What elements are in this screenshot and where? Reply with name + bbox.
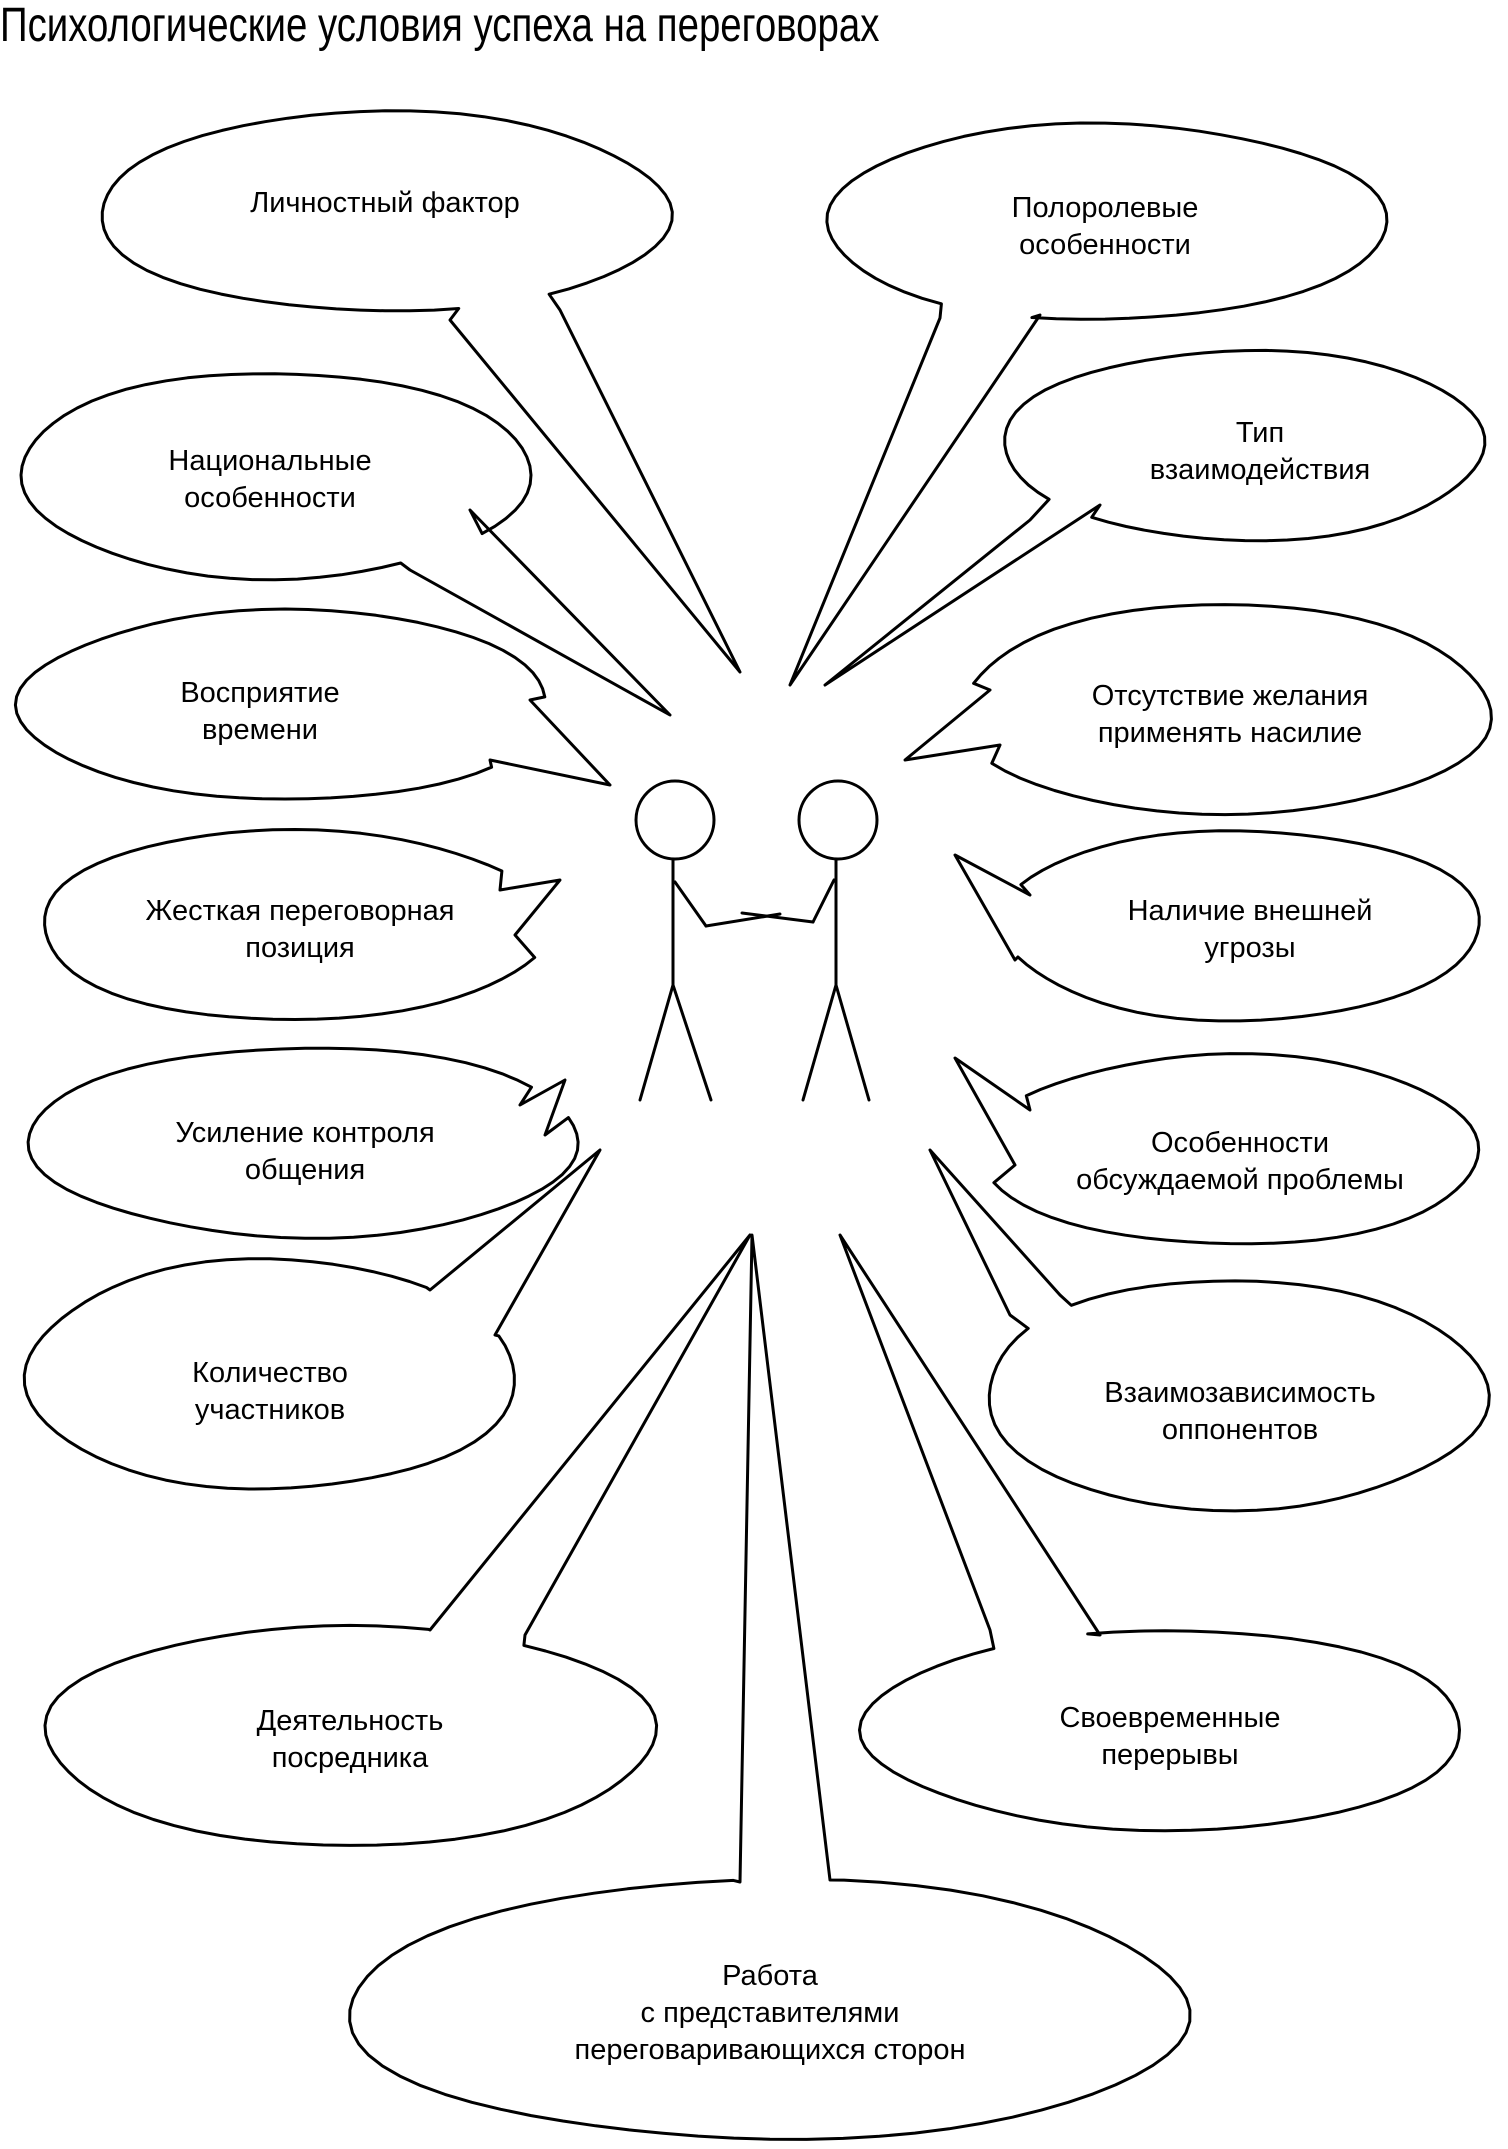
- bubble-time: Восприятие времени: [13, 607, 612, 801]
- bubble-hard-position: Жесткая переговорная позиция: [43, 828, 562, 1021]
- speech-bubble-participants: [22, 1148, 602, 1491]
- two-people-handshake-icon: [634, 779, 879, 1102]
- bubble-label-hard-position-line-1: Жесткая переговорная: [146, 895, 455, 927]
- right-person-leg-left: [801, 983, 838, 1102]
- bubble-label-mediator-line-1: Деятельность: [257, 1705, 444, 1737]
- bubble-mediator: Деятельность посредника: [43, 1233, 752, 1847]
- bubble-label-breaks-line-1: Своевременные: [1059, 1702, 1280, 1734]
- speech-bubble-interdependence: [928, 1148, 1491, 1513]
- bubble-label-interaction-line-1: Тип: [1236, 417, 1284, 449]
- bubble-label-interdependence-line-1: Взаимозависимость: [1104, 1377, 1375, 1409]
- speech-bubble-time: [13, 607, 612, 801]
- bubble-label-participants-line-2: участников: [195, 1394, 345, 1426]
- bubble-breaks: Своевременные перерывы: [838, 1233, 1461, 1833]
- bubble-label-control-line-2: общения: [245, 1154, 365, 1186]
- bubble-label-hard-position-line-2: позиция: [245, 932, 355, 964]
- bubble-label-interdependence-line-2: оппонентов: [1162, 1414, 1318, 1446]
- bubble-label-violence-line-1: Отсутствие желания: [1092, 680, 1369, 712]
- bubble-national: Национальные особенности: [19, 372, 672, 717]
- speech-bubble-threat: [953, 829, 1481, 1023]
- speech-bubble-problem: [953, 1052, 1481, 1246]
- bubble-label-representatives-line-1: Работа: [722, 1960, 819, 1992]
- bubble-label-time-line-2: времени: [202, 714, 318, 746]
- bubble-label-threat-line-1: Наличие внешней: [1128, 895, 1373, 927]
- bubble-label-representatives-line-3: переговаривающихся сторон: [574, 2034, 965, 2066]
- right-person-arm-lower: [740, 911, 815, 924]
- speech-bubble-national: [19, 372, 672, 717]
- speech-bubble-control: [26, 1046, 580, 1240]
- bubble-problem: Особенности обсуждаемой проблемы: [953, 1052, 1481, 1246]
- speech-bubble-interaction: [823, 348, 1487, 687]
- right-person-head: [797, 779, 879, 861]
- bubble-label-national-line-1: Национальные: [168, 445, 371, 477]
- bubble-threat: Наличие внешней угрозы: [953, 829, 1481, 1023]
- left-person-leg-left: [638, 983, 675, 1102]
- left-person-arm-upper: [673, 880, 708, 928]
- speech-bubble-hard-position: [43, 828, 562, 1021]
- speech-bubble-mediator: [43, 1233, 752, 1847]
- bubble-label-threat-line-2: угрозы: [1204, 932, 1295, 964]
- bubble-gender: Полоролевые особенности: [788, 121, 1389, 687]
- bubble-label-control-line-1: Усиление контроля: [175, 1117, 434, 1149]
- right-person-leg-right: [834, 983, 871, 1102]
- speech-bubble-gender: [788, 121, 1389, 687]
- bubble-representatives: Работа с представителями переговаривающихс…: [348, 1233, 1192, 2141]
- bubble-label-time-line-1: Восприятие: [180, 677, 339, 709]
- bubble-interdependence: Взаимозависимость оппонентов: [928, 1148, 1491, 1513]
- bubble-label-mediator-line-2: посредника: [272, 1742, 429, 1774]
- bubble-label-participants-line-1: Количество: [192, 1357, 348, 1389]
- bubble-personal: Личностный фактор: [100, 109, 742, 674]
- bubble-violence: Отсутствие желания применять насилие: [903, 603, 1493, 817]
- speech-bubble-representatives: [348, 1233, 1192, 2141]
- left-person-leg-right: [671, 983, 713, 1102]
- bubble-label-personal-line-1: Личностный фактор: [250, 187, 520, 219]
- bubble-label-problem-line-1: Особенности: [1151, 1127, 1329, 1159]
- bubble-label-interaction-line-2: взаимодействия: [1150, 454, 1370, 486]
- bubble-label-national-line-2: особенности: [184, 482, 356, 514]
- bubble-label-gender-line-1: Полоролевые: [1012, 192, 1199, 224]
- bubble-label-representatives-line-2: с представителями: [641, 1997, 900, 2029]
- bubble-interaction: Тип взаимодействия: [823, 348, 1487, 687]
- speech-bubble-personal: [100, 109, 742, 674]
- bubble-control: Усиление контроля общения: [26, 1046, 580, 1240]
- left-person-head: [634, 779, 716, 861]
- bubble-label-gender-line-2: особенности: [1019, 229, 1191, 261]
- right-person-arm-upper: [811, 878, 836, 924]
- bubble-participants: Количество участников: [22, 1148, 602, 1491]
- bubble-label-violence-line-2: применять насилие: [1098, 717, 1362, 749]
- page-title: Психологические условия успеха на перего…: [0, 0, 880, 52]
- speech-bubble-breaks: [838, 1233, 1461, 1833]
- speech-bubble-violence: [903, 603, 1493, 817]
- bubble-label-problem-line-2: обсуждаемой проблемы: [1076, 1164, 1404, 1196]
- bubble-label-breaks-line-2: перерывы: [1101, 1739, 1238, 1771]
